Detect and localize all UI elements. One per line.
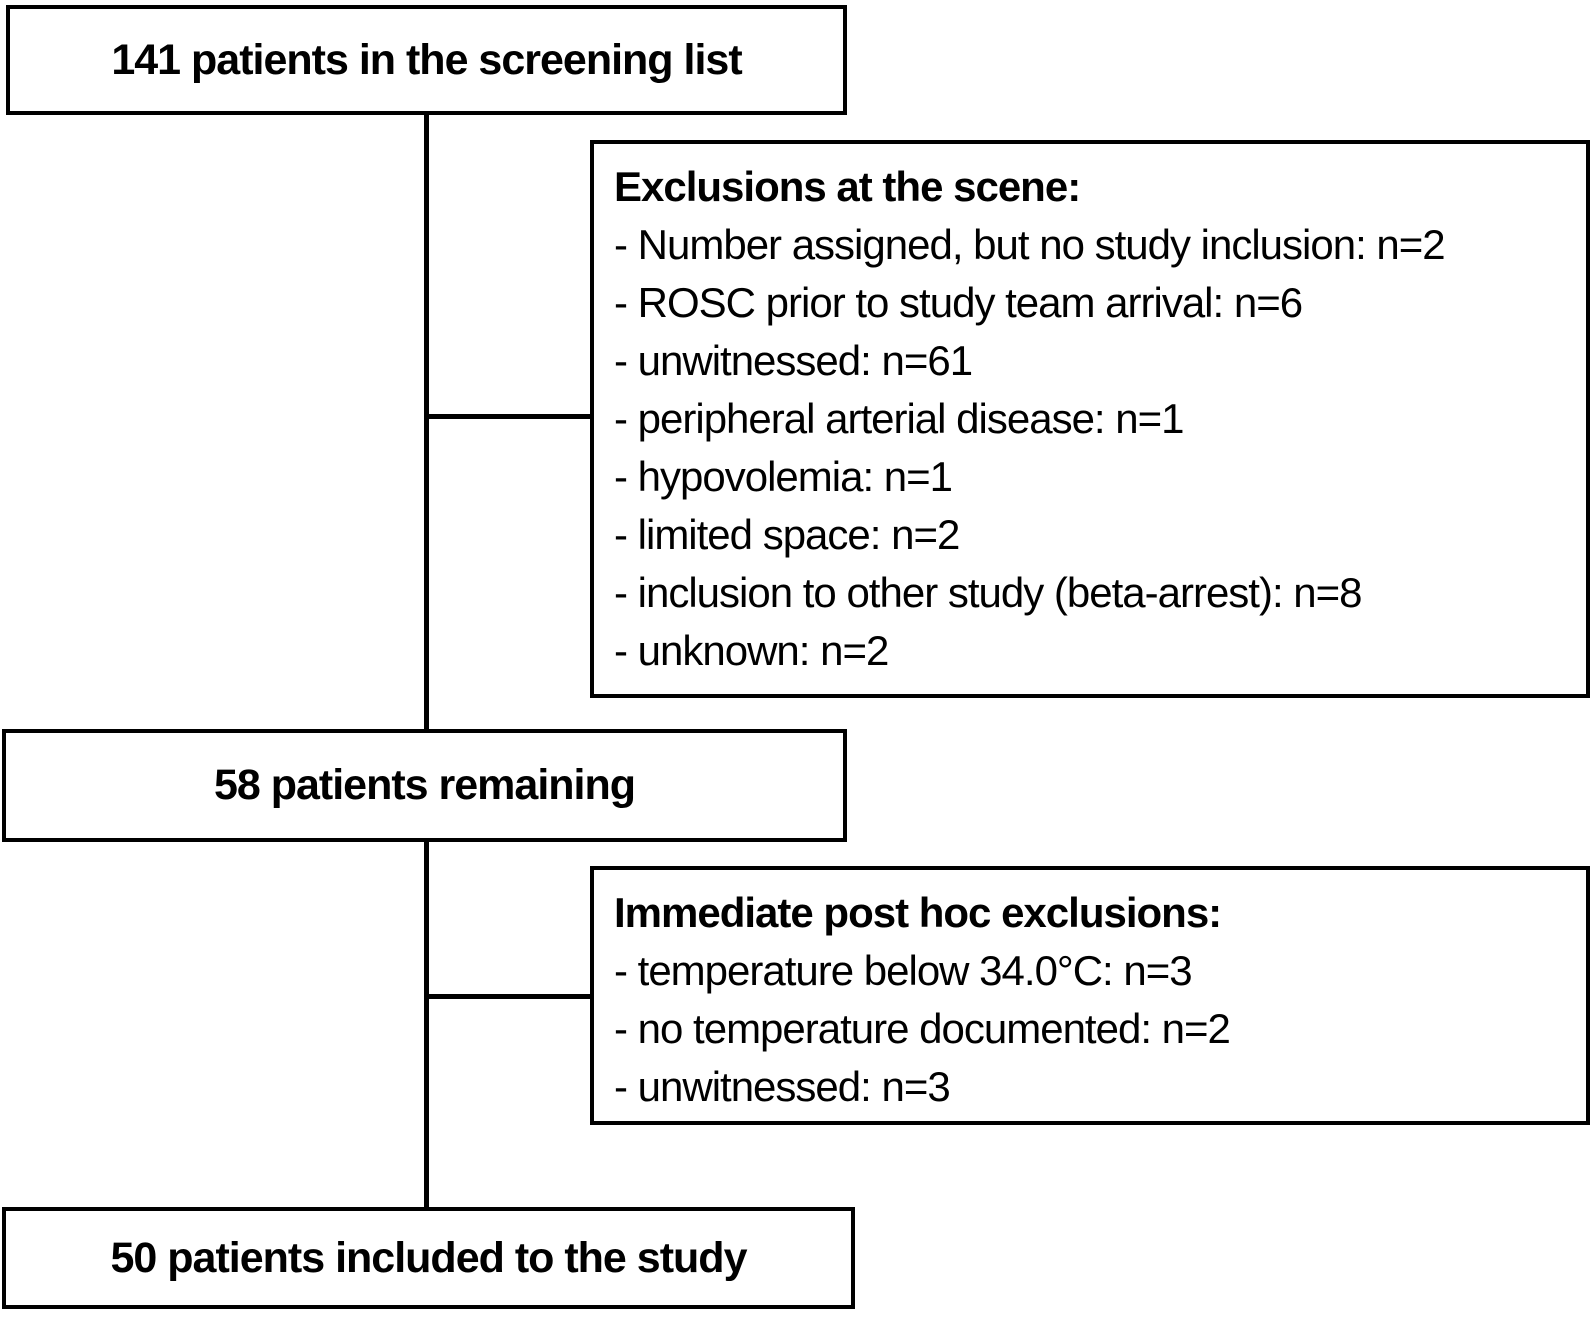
connector-screening-to-remaining xyxy=(424,113,429,732)
exclusion-item: - peripheral arterial disease: n=1 xyxy=(614,395,1185,442)
exclusion-item: - unwitnessed: n=61 xyxy=(614,337,973,384)
connector-remaining-to-included xyxy=(424,841,429,1211)
exclusion-item: - temperature below 34.0°C: n=3 xyxy=(614,947,1193,994)
patients-included-label: 50 patients included to the study xyxy=(110,1233,748,1282)
connector-to-posthoc-exclusions xyxy=(424,994,592,999)
exclusion-item: - ROSC prior to study team arrival: n=6 xyxy=(614,279,1303,326)
node-patients-included: 50 patients included to the study xyxy=(2,1207,855,1309)
exclusions-scene-title: Exclusions at the scene: xyxy=(614,163,1081,210)
exclusion-item: - Number assigned, but no study inclusio… xyxy=(614,221,1446,268)
screening-list-label: 141 patients in the screening list xyxy=(111,35,742,84)
posthoc-exclusions-title: Immediate post hoc exclusions: xyxy=(614,889,1222,936)
exclusion-item: - unknown: n=2 xyxy=(614,627,889,674)
exclusion-item: - limited space: n=2 xyxy=(614,511,960,558)
connector-to-scene-exclusions xyxy=(424,414,592,419)
node-patients-remaining: 58 patients remaining xyxy=(2,729,847,842)
node-screening-list: 141 patients in the screening list xyxy=(6,5,847,115)
node-exclusions-at-scene: Exclusions at the scene: - Number assign… xyxy=(590,140,1590,698)
exclusion-item: - no temperature documented: n=2 xyxy=(614,1005,1231,1052)
exclusion-item: - inclusion to other study (beta-arrest)… xyxy=(614,569,1363,616)
exclusion-item: - unwitnessed: n=3 xyxy=(614,1063,951,1110)
exclusion-item: - hypovolemia: n=1 xyxy=(614,453,953,500)
patients-remaining-label: 58 patients remaining xyxy=(213,761,636,809)
node-posthoc-exclusions: Immediate post hoc exclusions: - tempera… xyxy=(590,866,1590,1125)
